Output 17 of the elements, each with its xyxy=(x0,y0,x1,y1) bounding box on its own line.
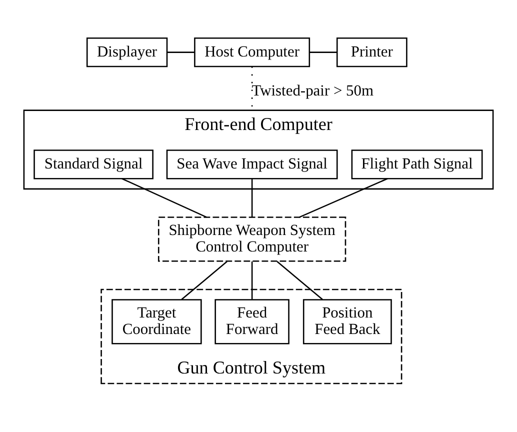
connector xyxy=(122,178,207,218)
node-box: Position Feed Back xyxy=(302,299,392,344)
connector xyxy=(251,178,253,218)
node-box: Flight Path Signal xyxy=(351,150,483,180)
node-box: Host Computer xyxy=(194,38,310,68)
node-box: Standard Signal xyxy=(34,150,154,180)
node-box: Target Coordinate xyxy=(112,299,202,344)
connector xyxy=(251,261,253,300)
node-box: Sea Wave Impact Signal xyxy=(166,150,338,180)
connector xyxy=(310,52,337,53)
node-box: Feed Forward xyxy=(214,299,290,344)
connector xyxy=(299,178,388,218)
node-box: Printer xyxy=(336,38,408,68)
node-box: Displayer xyxy=(86,38,168,68)
connector xyxy=(167,52,195,53)
edge-label: Twisted-pair > 50m xyxy=(252,82,374,100)
node-box: Shipborne Weapon System Control Computer xyxy=(158,216,346,262)
